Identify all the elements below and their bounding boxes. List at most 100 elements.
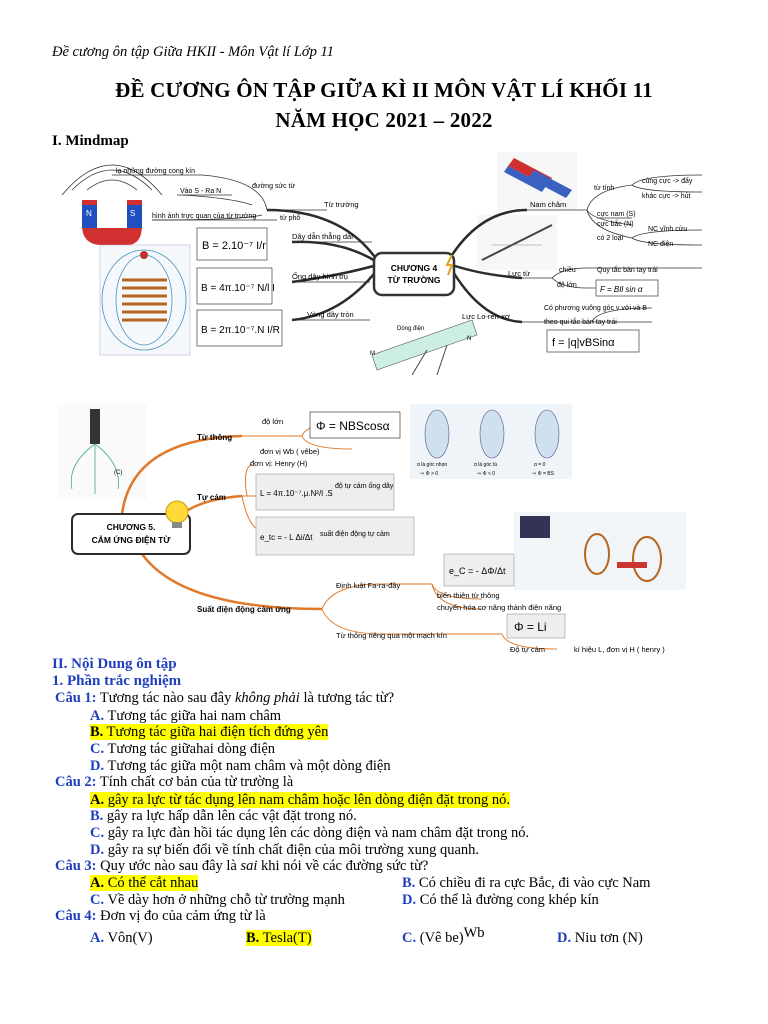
formula-ec: e_C = - ΔΦ/Δt: [449, 566, 506, 576]
branch-vong-day: Vòng dây tròn: [307, 310, 354, 319]
lorentz-phuong: Có phương vuông góc v với và B: [544, 305, 647, 312]
nam-cham-cung-cuc: cùng cực -> đẩy: [642, 177, 693, 185]
question-2: Câu 2: Tính chất cơ bản của từ trường là: [55, 774, 294, 790]
sdd-ki-hieu: kí hiệu L, đơn vị H ( henry ): [574, 645, 665, 654]
angle-caption-2: ⇒ Φ > 0: [420, 471, 438, 477]
flux-angle-diagrams: α là góc nhọn ⇒ Φ > 0 α là góc tù ⇒ Φ < …: [410, 404, 572, 479]
branch-tu-cam: Tự cảm: [197, 493, 226, 502]
bar-magnets-image: [497, 152, 577, 210]
q4-option-a: A. Vôn(V): [90, 930, 153, 946]
formula-day-dan: B = 2.10⁻⁷ I/r: [202, 240, 266, 252]
lorentz-diagram-image: Dòng điện M N: [370, 319, 478, 376]
section-mindmap-heading: I. Mindmap: [52, 133, 129, 149]
tu-truong-item-3: hình ảnh trực quan của từ trường: [152, 212, 256, 220]
diagram-label-n: N: [467, 336, 471, 342]
formula-tu-cam: L = 4π.10⁻⁷.μ.N²/l .S: [260, 489, 333, 498]
diagram-label-m: M: [370, 351, 375, 357]
sdd-chuyen-hoa: chuyển hóa cơ năng thành điện năng: [437, 603, 561, 612]
question-3: Câu 3: Quy ước nào sau đây là sai khi nó…: [55, 858, 429, 874]
formula-phi-li: Φ = Li: [514, 620, 547, 634]
nam-cham-dien: NC điện: [648, 241, 673, 248]
angle-caption-6: ⇒ Φ = BS: [532, 471, 555, 477]
branch-sdd: Suất điện động cảm ứng: [197, 605, 291, 614]
induction-experiment-image: [514, 512, 686, 590]
formula-tu-thong: Φ = NBScosα: [316, 419, 390, 433]
q3-option-a: A. Có thể cắt nhau: [90, 875, 199, 891]
question-4: Câu 4: Đơn vị đo của cảm ứng từ là: [55, 908, 266, 924]
section-multiple-choice-heading: 1. Phần trắc nghiệm: [52, 673, 182, 689]
document-title-line-2: NĂM HỌC 2021 – 2022: [275, 108, 493, 132]
chapter4-center-line1: CHƯƠNG 4: [391, 263, 438, 273]
branch-luc-tu: Lực từ: [508, 269, 530, 278]
luc-tu-do-lon: độ lớn: [557, 282, 577, 289]
q2-option-b: B. gây ra lực hấp dẫn lên các vật đặt tr…: [90, 808, 357, 824]
q1-option-c: C. Tương tác giữahai dòng điện: [90, 741, 276, 757]
q1-option-b: B. Tương tác giữa hai điện tích đứng yên: [90, 724, 329, 740]
nam-cham-tu-tinh: từ tính: [594, 185, 614, 192]
section-content-heading: II. Nội Dung ôn tập: [52, 656, 177, 672]
q2-option-d: D. gây ra sự biến đổi về tính chất điện …: [90, 842, 480, 858]
mindmap-chapter-5: (C) CHƯƠNG 5. CẢM ỨNG ĐIỆN TỪ Từ thông T…: [57, 404, 686, 654]
angle-caption-5: α = 0: [534, 462, 546, 468]
tu-truong-item-1: lạ những đường cong kín: [116, 168, 195, 175]
angle-caption-4: ⇒ Φ < 0: [477, 471, 495, 477]
formula-luc-tu: F = BIl sin α: [600, 285, 643, 294]
document-header: Đề cương ôn tập Giữa HKII - Môn Vật lí L…: [52, 44, 334, 60]
tu-cam-don-vi: đơn vị: Henry (H): [250, 459, 308, 468]
luc-tu-chieu: chiều: [559, 265, 576, 274]
mindmap-chapter-4: N S Dòng điện M N: [61, 152, 703, 376]
q1-option-a: A. Tương tác giữa hai nam châm: [90, 708, 282, 724]
svg-text:S: S: [130, 209, 135, 218]
lightbulb-icon: [165, 500, 189, 528]
sdd-bien-thien: biến thiên từ thông: [437, 591, 500, 600]
q2-option-a: A. gây ra lực từ tác dụng lên nam châm h…: [90, 792, 510, 808]
q1-option-d: D. Tương tác giữa một nam châm và một dò…: [90, 758, 391, 774]
nam-cham-khac-cuc: khác cực -> hút: [642, 193, 691, 200]
q4-option-b: B. Tesla(T): [246, 930, 312, 946]
q3-option-c: C. Về dày hơn ở những chỗ từ trường mạnh: [90, 892, 345, 908]
branch-day-dan: Dây dẫn thẳng dài: [292, 232, 353, 241]
svg-text:N: N: [86, 209, 92, 218]
compass-field-image: (C): [57, 404, 147, 499]
tu-thong-do-lon: độ lớn: [262, 417, 283, 426]
q3-option-b: B. Có chiều đi ra cực Bắc, đi vào cực Na…: [402, 875, 651, 891]
tu-truong-item-4: đường sức từ: [252, 183, 295, 190]
branch-ong-day: Ống dây hình trụ: [292, 271, 348, 281]
tu-thong-don-vi: đơn vị Wb ( vêbe): [260, 447, 320, 456]
q2-option-c: C. gây ra lực đàn hồi tác dụng lên các d…: [90, 825, 530, 841]
formula-lorentz: f = |q|vBSinα: [552, 337, 615, 349]
formula-vong-day: B = 2π.10⁻⁷.N I/R: [201, 325, 280, 336]
nam-cham-cuc-nam: cực nam (S): [597, 211, 636, 218]
tu-cam-do-tu-cam: độ tự cảm ống dây: [335, 481, 394, 490]
nam-cham-cuc-bac: cực bắc (N): [597, 219, 634, 228]
formula-ong-day: B = 4π.10⁻⁷ N/l I: [201, 283, 275, 294]
angle-caption-1: α là góc nhọn: [417, 462, 447, 468]
solenoid-image: [99, 244, 191, 356]
question-1: Câu 1: Tương tác nào sau đây không phải …: [55, 690, 395, 706]
branch-tu-thong: Từ thông: [197, 433, 232, 442]
angle-caption-3: α là góc tù: [474, 462, 497, 468]
nam-cham-vinh-cuu: NC vĩnh cửu: [648, 225, 687, 233]
u-magnet-image: N S: [61, 164, 163, 245]
chapter5-center-line2: CẢM ỨNG ĐIỆN TỪ: [92, 534, 172, 545]
lorentz-quy-tac: theo qui tắc bàn tay trái: [544, 317, 617, 326]
branch-lorentz: Lực Lo-ren-xơ: [462, 312, 510, 321]
luc-tu-quy-tac: Quy tắc bàn tay trái: [597, 265, 658, 274]
nam-cham-co-2-loai: có 2 loại: [597, 235, 624, 242]
tu-cam-sdd-tu-cam: suất điện động tự cảm: [320, 529, 390, 538]
lightning-icon: [445, 254, 454, 276]
image-label-c: (C): [114, 470, 122, 476]
formula-etc: e_tc = - L Δi/Δt: [260, 533, 313, 542]
q4-option-c: C. (Vê be)Wb: [402, 925, 485, 946]
branch-nam-cham: Nam châm: [530, 200, 566, 209]
diagram-label-current: Dòng điện: [397, 326, 424, 332]
force-diagram-image: [477, 215, 557, 270]
tu-truong-item-5: từ phổ: [280, 214, 300, 222]
chapter4-center-line2: TỪ TRƯỜNG: [388, 274, 441, 285]
sdd-faraday: Định luật Fa-ra-đây: [336, 581, 400, 590]
branch-tu-truong: Từ trường: [324, 200, 359, 209]
sdd-tu-thong-rieng: Từ thông riêng qua một mạch kín: [336, 631, 447, 640]
document-title-line-1: ĐỀ CƯƠNG ÔN TẬP GIỮA KÌ II MÔN VẬT LÍ KH…: [115, 78, 653, 102]
chapter5-center-line1: CHƯƠNG 5.: [107, 522, 156, 532]
sdd-do-tu-cam: Độ tự cảm: [510, 645, 545, 654]
